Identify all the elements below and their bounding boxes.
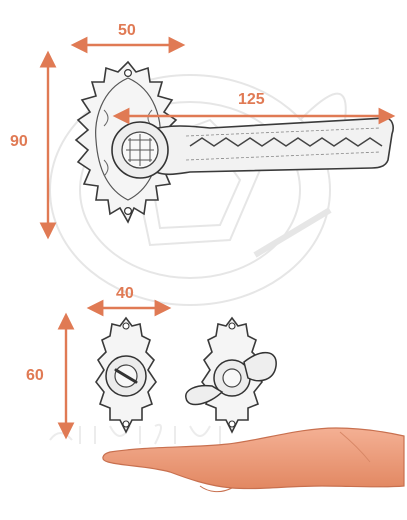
escutcheon-width-label: 40 [116, 285, 134, 302]
rosette-width-label: 50 [118, 22, 136, 39]
rosette-height-label: 90 [10, 133, 28, 150]
dimension-lines [39, 36, 396, 440]
escutcheon-thumbturn-icon [185, 316, 277, 434]
lever-arm [149, 117, 394, 176]
door-handle-icon [74, 60, 394, 224]
hand-icon [102, 427, 405, 493]
watermark-crest-icon [49, 74, 347, 306]
escutcheon-icon [95, 316, 157, 434]
watermark-text-icon [49, 423, 221, 445]
escutcheon-height-label: 60 [26, 367, 44, 384]
lever-length-label: 125 [238, 91, 265, 108]
